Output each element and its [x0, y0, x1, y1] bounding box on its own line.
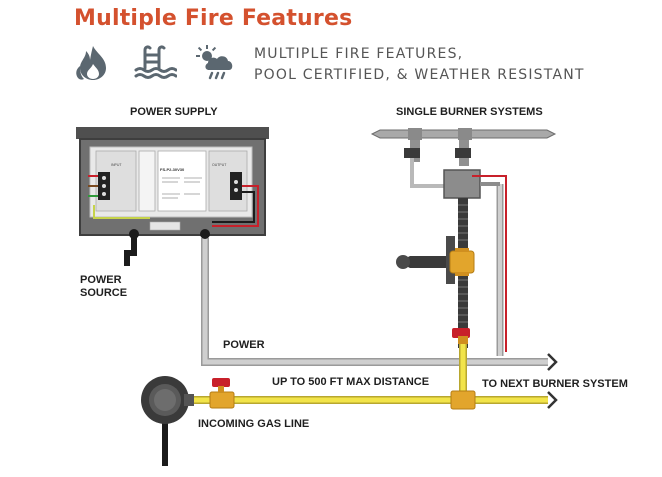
subtitle-line-2: POOL CERTIFIED, & WEATHER RESISTANT: [254, 67, 585, 83]
fire-icon: [76, 46, 106, 80]
power-source-line-2: SOURCE: [80, 287, 128, 299]
max-distance-label: UP TO 500 FT MAX DISTANCE: [272, 376, 430, 388]
model-label: FS-P2-30V30: [160, 167, 185, 172]
gas-line: [181, 344, 558, 410]
page-title: Multiple Fire Features: [74, 6, 353, 31]
input-label: INPUT: [111, 163, 122, 167]
weather-icon: [196, 45, 233, 80]
subtitle: MULTIPLE FIRE FEATURES, POOL CERTIFIED, …: [254, 44, 585, 86]
incoming-gas-label: INCOMING GAS LINE: [198, 418, 310, 430]
power-label: POWER: [223, 339, 265, 351]
subtitle-line-1: MULTIPLE FIRE FEATURES,: [254, 46, 464, 62]
pool-icon: [134, 45, 177, 79]
power-source-line-1: POWER: [80, 274, 122, 286]
power-source-label: POWER SOURCE: [80, 274, 127, 300]
output-label: OUTPUT: [212, 163, 227, 167]
power-supply-box: [76, 127, 269, 239]
power-supply-label: POWER SUPPLY: [130, 106, 218, 118]
next-burner-label: TO NEXT BURNER SYSTEM: [482, 378, 628, 390]
gas-regulator: [141, 376, 194, 466]
power-source-cable: [124, 234, 137, 266]
burner-assembly: [370, 128, 557, 352]
single-burner-label: SINGLE BURNER SYSTEMS: [396, 106, 543, 118]
power-line: [201, 184, 558, 371]
